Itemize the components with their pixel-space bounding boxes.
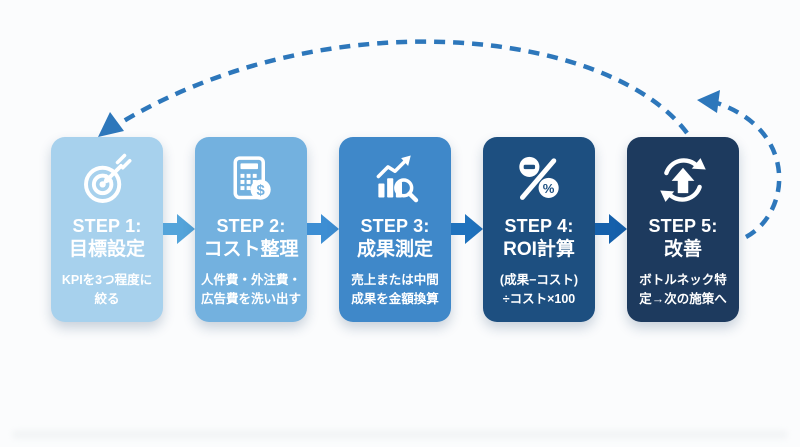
step-card-1: STEP 1: 目標設定 KPIを3つ程度に 絞る	[51, 137, 163, 322]
step-label: STEP 5:	[648, 216, 718, 236]
target-dartboard-icon	[79, 149, 135, 211]
loop-arrowhead-right	[697, 90, 720, 113]
step-description: (成果−コスト) ÷コスト×100	[499, 273, 579, 306]
step-name: ROI計算	[503, 238, 575, 260]
step-description: KPIを3つ程度に 絞る	[61, 273, 153, 306]
step-card-3: STEP 3: 成果測定 売上または中間 成果を金額換算	[339, 137, 451, 322]
cycle-up-arrow-icon	[655, 149, 711, 211]
step-label: STEP 1:	[72, 216, 142, 236]
step-description: 売上または中間 成果を金額換算	[351, 273, 439, 306]
svg-text:$: $	[256, 183, 265, 199]
step-name: 成果測定	[356, 238, 433, 260]
background-artifact-strip	[12, 430, 788, 439]
loop-arrowhead-left	[98, 112, 124, 137]
connector-arrow-4	[595, 213, 627, 244]
step-label: STEP 3:	[360, 216, 430, 236]
connector-arrow-2	[307, 213, 339, 244]
calculator-dollar-icon: $	[223, 149, 279, 211]
step-card-4: % STEP 4: ROI計算 (成果−コスト) ÷コスト×100	[483, 137, 595, 322]
step-name: コスト整理	[203, 238, 299, 260]
process-steps: STEP 1: 目標設定 KPIを3つ程度に 絞る $ STEP 2:	[51, 137, 739, 322]
loop-curve-long	[120, 39, 689, 135]
svg-text:%: %	[543, 181, 555, 196]
step-name: 改善	[663, 238, 702, 260]
step-card-2: $ STEP 2: コスト整理 人件費・外注費・ 広告費を洗い出す	[195, 137, 307, 322]
connector-arrow-3	[451, 213, 483, 244]
step-card-5: STEP 5: 改善 ボトルネック特 定→次の施策へ	[627, 137, 739, 322]
connector-arrow-1	[163, 213, 195, 244]
step-name: 目標設定	[68, 238, 145, 260]
step-description: ボトルネック特 定→次の施策へ	[639, 273, 727, 306]
step-description: 人件費・外注費・ 広告費を洗い出す	[200, 273, 301, 306]
bar-chart-magnifier-icon	[367, 149, 423, 211]
percent-minus-icon: %	[511, 149, 567, 211]
step-label: STEP 4:	[504, 216, 574, 236]
step-label: STEP 2:	[216, 216, 286, 236]
